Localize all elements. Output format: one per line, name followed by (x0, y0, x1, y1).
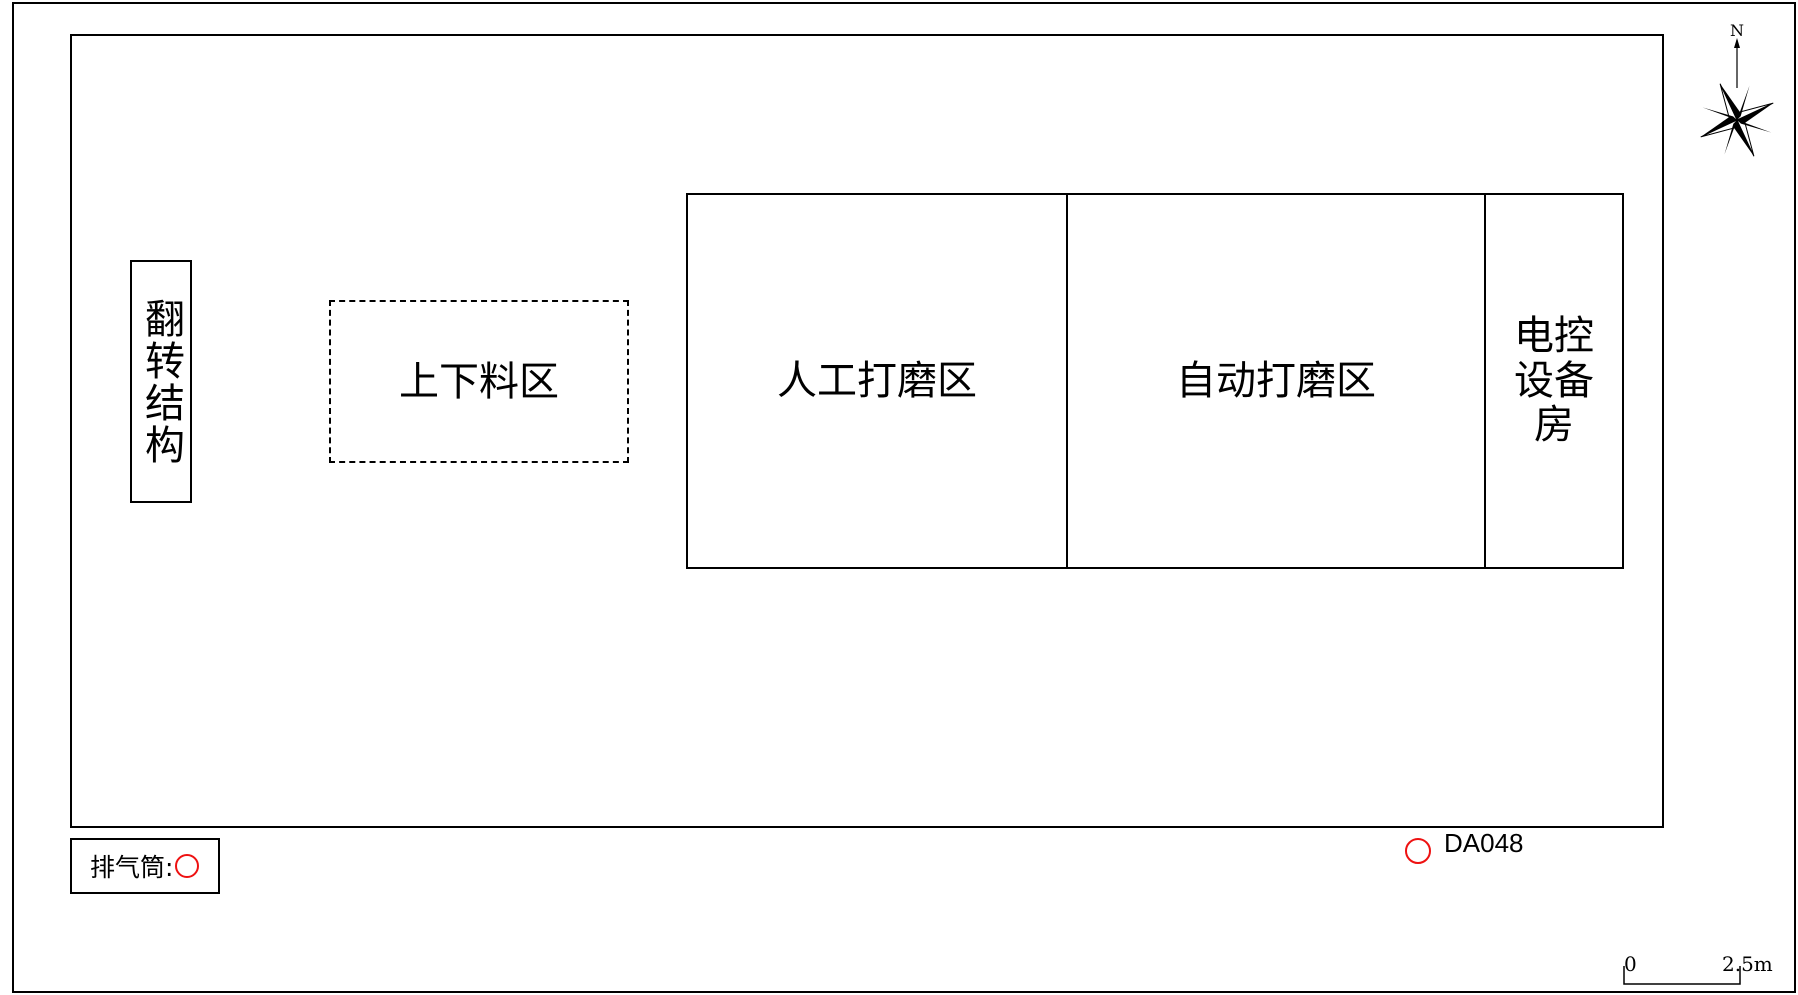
loading-unloading-label: 上下料区 (399, 358, 559, 405)
flip-structure-zone: 翻转结构 (130, 260, 192, 503)
scale-bar: 0 2.5m (1623, 952, 1773, 985)
auto-grinding-zone: 自动打磨区 (1066, 193, 1486, 569)
electric-control-room-label: 电控设备房 (1514, 312, 1594, 449)
loading-unloading-zone: 上下料区 (329, 300, 629, 463)
manual-grinding-zone: 人工打磨区 (686, 193, 1068, 569)
exhaust-stack-legend-icon (175, 854, 200, 878)
legend-label: 排气筒: (90, 853, 174, 882)
exhaust-stack-id: DA048 (1444, 828, 1524, 858)
site-boundary (70, 34, 1664, 828)
electric-control-room-zone: 电控设备房 (1484, 193, 1624, 569)
manual-grinding-label: 人工打磨区 (777, 358, 977, 404)
north-label: N (1730, 21, 1744, 40)
exhaust-stack-icon (1405, 838, 1431, 864)
scale-end-label: 2.5m (1722, 952, 1773, 976)
auto-grinding-label: 自动打磨区 (1176, 358, 1376, 404)
legend: 排气筒: (70, 838, 220, 894)
north-arrow-icon: N (1700, 21, 1774, 157)
scale-start-label: 0 (1624, 952, 1637, 976)
outer-frame (12, 2, 1796, 993)
flip-structure-label: 翻转结构 (138, 297, 184, 466)
